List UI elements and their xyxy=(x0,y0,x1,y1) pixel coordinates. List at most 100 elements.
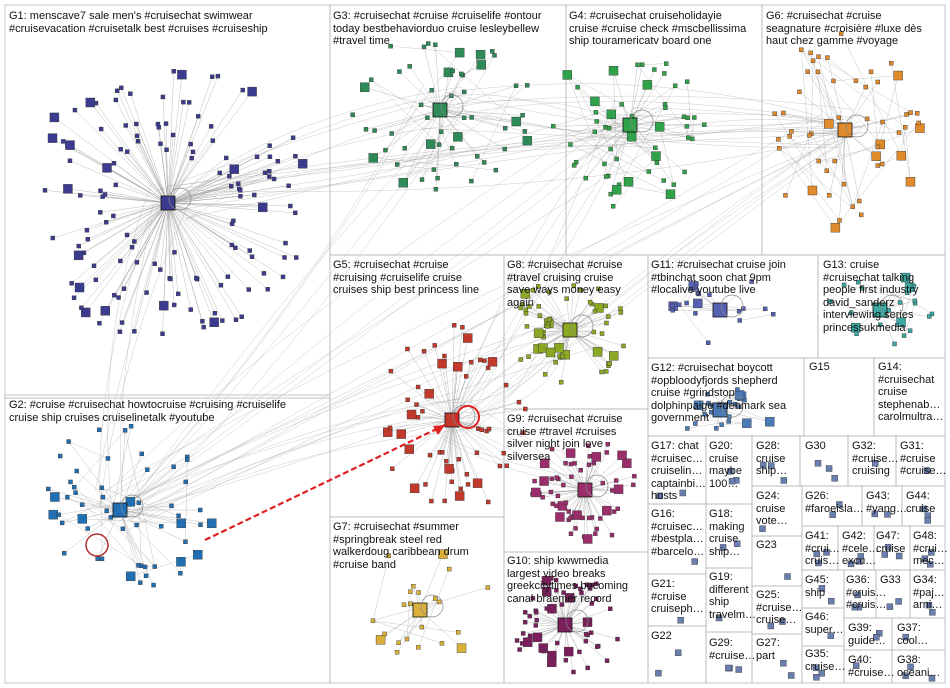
small-group-node xyxy=(828,597,835,605)
group-frame-small xyxy=(801,485,863,527)
node-g4 xyxy=(692,115,697,120)
node-g4 xyxy=(662,71,667,76)
inter-group-edge xyxy=(445,83,821,118)
edge-g6 xyxy=(785,135,810,196)
small-group-node xyxy=(719,544,727,551)
node-g8 xyxy=(578,288,583,293)
inter-group-edge xyxy=(135,108,460,499)
node-g6 xyxy=(827,193,832,198)
edge-g1 xyxy=(167,202,297,258)
node-g6 xyxy=(824,119,834,129)
node-g7 xyxy=(436,599,442,605)
edge-g1 xyxy=(167,102,184,204)
node-g1 xyxy=(135,139,141,144)
node-g10 xyxy=(608,606,613,612)
edge-g5 xyxy=(423,351,453,421)
node-g13 xyxy=(896,317,906,327)
node-g1 xyxy=(111,213,116,219)
edge-g4 xyxy=(574,124,631,166)
edge-g9 xyxy=(584,484,634,491)
edge-g2 xyxy=(82,518,182,524)
node-g2 xyxy=(85,526,90,531)
small-group-node xyxy=(733,540,741,547)
edge-g5 xyxy=(451,366,458,421)
self-loop-g4 xyxy=(630,109,654,133)
node-g1 xyxy=(238,194,243,199)
node-g10 xyxy=(573,583,578,589)
node-g8 xyxy=(592,309,598,314)
node-g6 xyxy=(904,112,909,117)
node-g1 xyxy=(252,192,257,198)
node-g10 xyxy=(541,576,552,586)
node-g3 xyxy=(475,154,480,159)
small-group-node xyxy=(886,603,894,610)
node-g1 xyxy=(158,267,163,272)
group-frame-small xyxy=(799,435,849,487)
edge-g1 xyxy=(167,202,285,258)
edge-g6 xyxy=(827,57,857,82)
node-g4 xyxy=(661,178,666,183)
node-g1 xyxy=(74,282,85,293)
node-g7 xyxy=(447,566,452,572)
node-g8 xyxy=(523,311,529,316)
node-g1 xyxy=(267,169,272,174)
node-g1 xyxy=(229,242,235,248)
edge-g7 xyxy=(372,587,488,622)
small-group-node xyxy=(813,550,820,558)
node-g1 xyxy=(258,202,268,213)
node-g2 xyxy=(143,573,149,579)
node-g1 xyxy=(160,331,165,336)
edge-g5 xyxy=(451,362,472,421)
edge-g6 xyxy=(891,63,911,182)
edge-g6 xyxy=(811,133,853,207)
node-g4 xyxy=(642,80,653,90)
edge-g1 xyxy=(116,90,169,204)
node-g2 xyxy=(50,492,60,502)
node-g1 xyxy=(79,305,84,310)
node-g12 xyxy=(732,401,738,407)
small-group-node xyxy=(872,460,879,467)
node-g2 xyxy=(176,557,186,567)
node-g1 xyxy=(190,149,196,155)
edge-g3 xyxy=(441,131,457,165)
node-g1 xyxy=(229,164,239,174)
small-group-node xyxy=(928,549,935,556)
node-g6 xyxy=(777,146,782,151)
edge-g1 xyxy=(167,202,223,321)
small-group-node xyxy=(813,674,820,681)
node-g8 xyxy=(520,289,531,299)
node-g8 xyxy=(609,351,619,361)
edge-g1 xyxy=(100,128,169,204)
edge-g6 xyxy=(829,129,846,196)
node-g5 xyxy=(442,353,447,359)
node-g8 xyxy=(518,357,524,362)
edge-g5 xyxy=(441,363,453,421)
node-g2 xyxy=(183,539,188,544)
node-g1 xyxy=(238,187,243,193)
node-g1 xyxy=(85,97,96,108)
node-g8 xyxy=(599,331,605,336)
node-g5 xyxy=(449,479,454,485)
node-g1 xyxy=(229,221,235,227)
edge-g1 xyxy=(167,202,237,320)
node-g1 xyxy=(164,147,169,152)
node-g9 xyxy=(572,510,582,520)
node-g2 xyxy=(136,563,141,568)
node-g1 xyxy=(124,149,130,154)
node-g1 xyxy=(124,232,130,238)
edge-g5 xyxy=(431,419,453,502)
node-g10 xyxy=(569,594,575,599)
edge-g13 xyxy=(858,281,915,302)
node-g2 xyxy=(125,497,136,507)
node-g8 xyxy=(546,289,552,294)
inter-group-edge xyxy=(183,136,841,193)
node-g3 xyxy=(418,102,424,108)
node-g7 xyxy=(375,635,386,645)
node-g3 xyxy=(502,126,508,131)
node-g3 xyxy=(449,145,455,151)
node-g1 xyxy=(47,133,58,143)
edge-g4 xyxy=(629,73,665,126)
edge-g3 xyxy=(364,87,441,111)
node-g8 xyxy=(543,372,548,377)
node-g8 xyxy=(545,347,556,358)
